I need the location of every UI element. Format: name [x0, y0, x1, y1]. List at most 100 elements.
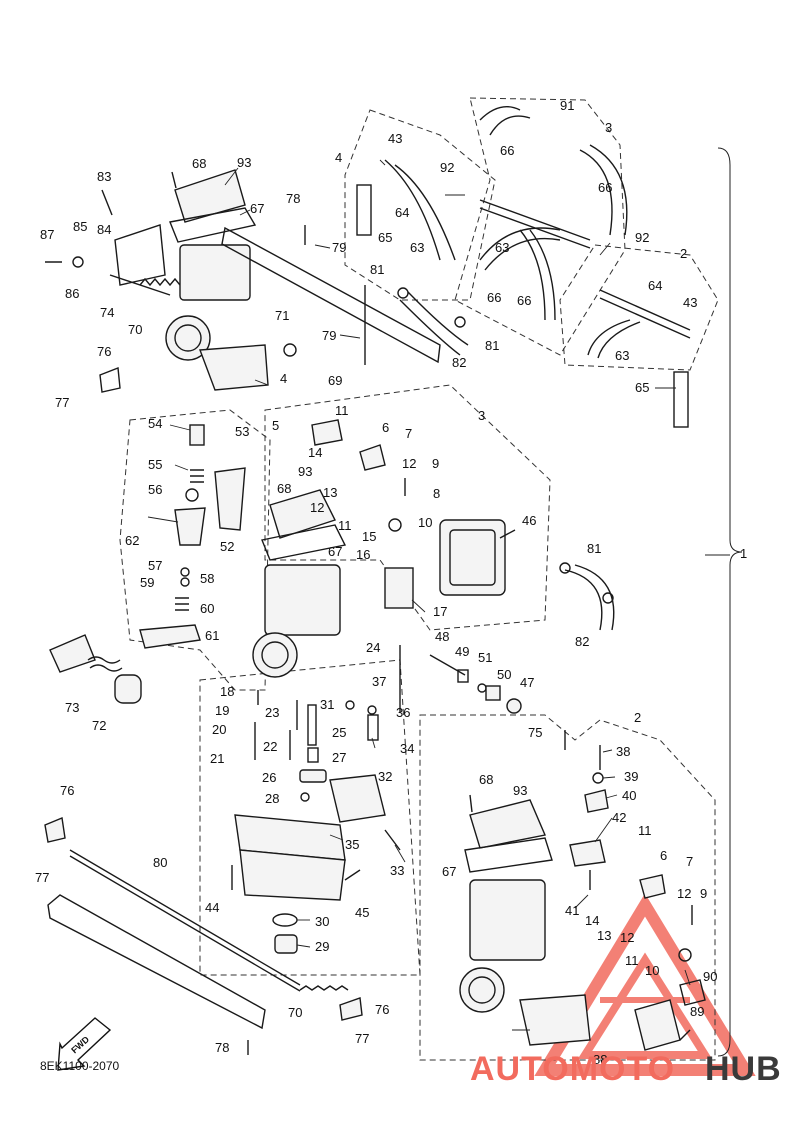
callout-86: 86	[65, 286, 79, 301]
gasket-67-lower	[464, 837, 553, 873]
gasket-67-upper	[169, 207, 257, 243]
shaft-80	[69, 849, 301, 986]
callout-73: 73	[65, 700, 79, 715]
callout-83: 83	[97, 169, 111, 184]
callout-93: 93	[513, 783, 527, 798]
clamp-81-a	[397, 287, 409, 299]
carb-body-upper	[179, 244, 251, 301]
bracket-42	[569, 839, 606, 867]
callout-82: 82	[452, 355, 466, 370]
callout-45: 45	[355, 905, 369, 920]
ring-57	[180, 567, 190, 577]
callout-34: 34	[400, 741, 414, 756]
automotohub-watermark-text: AUTOMOTO HUB	[470, 1050, 781, 1088]
float-bowl-group	[231, 690, 401, 954]
o-ring-30	[272, 913, 298, 927]
spring-49	[457, 669, 469, 683]
callout-30: 30	[315, 914, 329, 929]
callout-7: 7	[405, 426, 412, 441]
callout-66: 66	[517, 293, 531, 308]
callout-75: 75	[528, 725, 542, 740]
callout-74: 74	[100, 305, 114, 320]
callout-48: 48	[435, 629, 449, 644]
callout-43: 43	[683, 295, 697, 310]
throttle-shaft-assembly	[44, 817, 363, 1055]
lever-6	[359, 444, 386, 471]
callout-38: 38	[616, 744, 630, 759]
callout-32: 32	[378, 769, 392, 784]
needle-61	[139, 624, 201, 649]
bracket-85	[114, 224, 166, 286]
leader-lines	[147, 159, 730, 1031]
callout-11: 11	[625, 953, 639, 968]
callout-27: 27	[332, 750, 346, 765]
callout-65: 65	[378, 230, 392, 245]
callout-11: 11	[338, 518, 352, 533]
callout-6: 6	[382, 420, 389, 435]
callout-40: 40	[622, 788, 636, 803]
callout-11: 11	[638, 823, 652, 838]
group-2-outline	[559, 244, 719, 371]
carb-body-lower	[469, 879, 546, 961]
callout-13: 13	[323, 485, 337, 500]
group-fuel-cock-outline	[119, 409, 271, 691]
callout-81: 81	[587, 541, 601, 556]
callout-60: 60	[200, 601, 214, 616]
link-76-left	[44, 817, 66, 843]
carb-body-center	[264, 564, 341, 636]
rail-79	[221, 226, 441, 364]
callout-37: 37	[372, 674, 386, 689]
cap-54	[189, 424, 205, 446]
link-76-upper	[99, 367, 121, 393]
hose-66-lower	[479, 227, 561, 271]
callout-3: 3	[605, 120, 612, 135]
bowl-35	[239, 849, 346, 901]
callout-71: 71	[275, 308, 289, 323]
ring-59	[180, 577, 190, 587]
diaphragm-8	[449, 529, 496, 586]
callout-68: 68	[479, 772, 493, 787]
callout-47: 47	[520, 675, 534, 690]
part-10-center	[388, 518, 402, 532]
spring-60	[175, 597, 189, 611]
callout-77: 77	[35, 870, 49, 885]
automotohub-watermark-logo	[534, 893, 756, 1076]
float-bowl-lower	[519, 994, 591, 1046]
plate-62	[174, 507, 206, 546]
link-76-lower	[339, 997, 363, 1021]
callout-53: 53	[235, 424, 249, 439]
callout-50: 50	[497, 667, 511, 682]
fuel-cock-group	[49, 424, 246, 704]
callout-54: 54	[148, 416, 162, 431]
washer-71	[283, 343, 297, 357]
washer-51	[477, 683, 487, 693]
callout-9: 9	[432, 456, 439, 471]
callout-76: 76	[375, 1002, 389, 1017]
callout-66: 66	[598, 180, 612, 195]
callout-12: 12	[310, 500, 324, 515]
callout-35: 35	[345, 837, 359, 852]
callout-70: 70	[128, 322, 142, 337]
top-cover-93-center	[269, 489, 336, 539]
vent-hoses	[356, 106, 691, 631]
callout-55: 55	[148, 457, 162, 472]
callout-11: 11	[335, 403, 349, 418]
hose-63-right	[587, 319, 641, 359]
carb-bore-lower	[468, 976, 496, 1004]
callout-10: 10	[418, 515, 432, 530]
hose-66-right	[579, 144, 628, 236]
jet-27	[307, 747, 319, 763]
callout-41: 41	[565, 903, 579, 918]
hose-64-right	[599, 289, 691, 339]
callout-17: 17	[433, 604, 447, 619]
part-10-lower	[678, 948, 692, 962]
carb-throat-center	[252, 632, 298, 678]
callout-16: 16	[356, 547, 370, 562]
callout-61: 61	[205, 628, 219, 643]
washer-86	[72, 256, 84, 268]
callout-62: 62	[125, 533, 139, 548]
float-32	[329, 774, 386, 823]
part-90	[679, 979, 706, 1006]
screw-68-lower	[469, 794, 473, 813]
